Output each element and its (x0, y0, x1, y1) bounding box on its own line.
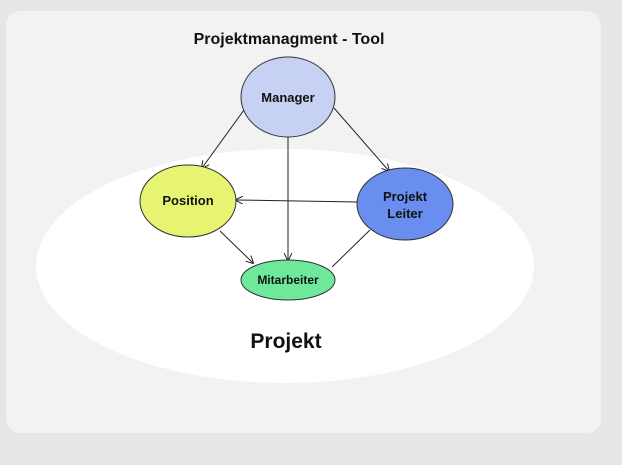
node-mitarbeiter-label: Mitarbeiter (257, 273, 319, 287)
edge-position-to-mitarbeiter (219, 230, 253, 263)
diagram-title: Projektmanagment - Tool (194, 31, 385, 48)
projekt-region-label: Projekt (250, 330, 321, 353)
node-projekt-leiter-label-line2: Leiter (387, 206, 422, 221)
edge-manager-to-position (202, 109, 245, 168)
edges (202, 107, 389, 268)
edge-manager-to-projekt-leiter (333, 107, 389, 171)
edge-projekt-leiter-to-position (236, 200, 359, 202)
node-position-shape (139, 164, 237, 238)
node-manager-shape (240, 56, 336, 138)
node-projekt-leiter-label-line1: Projekt (383, 189, 428, 204)
node-manager[interactable]: Manager (240, 56, 336, 138)
node-manager-label: Manager (261, 90, 314, 105)
node-position[interactable]: Position (139, 164, 237, 238)
node-mitarbeiter-shape (240, 259, 336, 301)
node-projekt-leiter-shape (356, 167, 454, 241)
node-projekt-leiter[interactable]: Projekt Leiter (356, 167, 454, 241)
edge-projekt-leiter-mitarbeiter (331, 229, 371, 268)
node-position-label: Position (162, 193, 213, 208)
node-mitarbeiter[interactable]: Mitarbeiter (240, 259, 336, 301)
